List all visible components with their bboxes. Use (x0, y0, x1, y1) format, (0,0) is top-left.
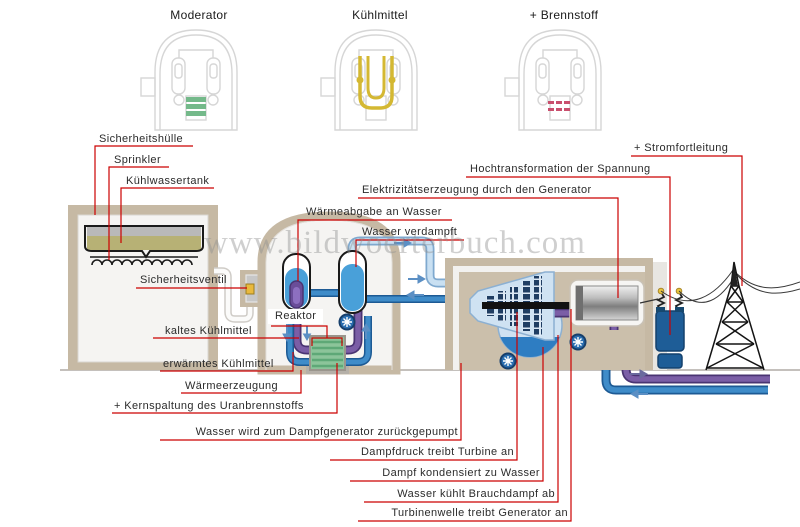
label-wasser-zurueckgepumpt: Wasser wird zum Dampfgenerator zurückgep… (195, 426, 458, 438)
callout-lines (94, 145, 743, 522)
pressurizer-vessel (282, 253, 311, 311)
label-erwaermtes-kuehlmittel: erwärmtes Kühlmittel (163, 358, 274, 370)
label-wasser-kuehlt: Wasser kühlt Brauchdampf ab (397, 488, 555, 500)
label-dampf-kondensiert: Dampf kondensiert zu Wasser (382, 467, 540, 479)
label-stromfortleitung: + Stromfortleitung (634, 142, 729, 154)
label-kernspaltung: + Kernspaltung des Uranbrennstoffs (114, 400, 304, 412)
cooling-water-pump (569, 333, 587, 351)
sprinkler-nozzles (90, 256, 198, 266)
reactor-core (306, 335, 349, 374)
legend-icon-moderator (140, 29, 238, 131)
reactor-coolant-pump (338, 313, 356, 331)
label-sicherheitshuelle: Sicherheitshülle (99, 133, 184, 145)
label-waermeabgabe: Wärmeabgabe an Wasser (306, 206, 442, 218)
label-reaktor: Reaktor (268, 309, 324, 324)
label-hochtransformation: Hochtransformation der Spannung (470, 163, 651, 175)
generator (569, 279, 659, 327)
legend-label-moderator: Moderator (170, 8, 228, 22)
legend-label-coolant: Kühlmittel (352, 8, 408, 22)
legend-label-fuel: + Brennstoff (529, 8, 599, 22)
cooling-water-tank (84, 225, 204, 259)
legend-icon-coolant (320, 29, 418, 131)
transmission-tower (705, 261, 765, 371)
label-waermeerzeugung: Wärmeerzeugung (185, 380, 279, 392)
turbine-shaft (482, 302, 578, 309)
containment-building-left (68, 205, 218, 370)
legend-icon-fuel (504, 29, 602, 131)
label-sprinkler: Sprinkler (114, 154, 162, 166)
label-kuehlwassertank: Kühlwassertank (126, 175, 210, 187)
label-wasser-verdampft: Wasser verdampft (362, 226, 458, 238)
watermark: www.bildwoerterbuch.com (204, 225, 586, 261)
label-dampfdruck: Dampfdruck treibt Turbine an (360, 446, 514, 458)
safety-valve (245, 283, 255, 295)
steam-turbine (469, 271, 578, 341)
flow-arrows (282, 238, 649, 399)
steam-generator-vessel (338, 250, 367, 314)
condensate-pump (499, 352, 517, 370)
label-sicherheitsventil: Sicherheitsventil (140, 274, 227, 286)
label-elektrizitaetserzeugung: Elektrizitätserzeugung durch den Generat… (362, 184, 592, 196)
label-kaltes-kuehlmittel: kaltes Kühlmittel (165, 325, 252, 337)
label-turbinenwelle: Turbinenwelle treibt Generator an (391, 507, 568, 519)
